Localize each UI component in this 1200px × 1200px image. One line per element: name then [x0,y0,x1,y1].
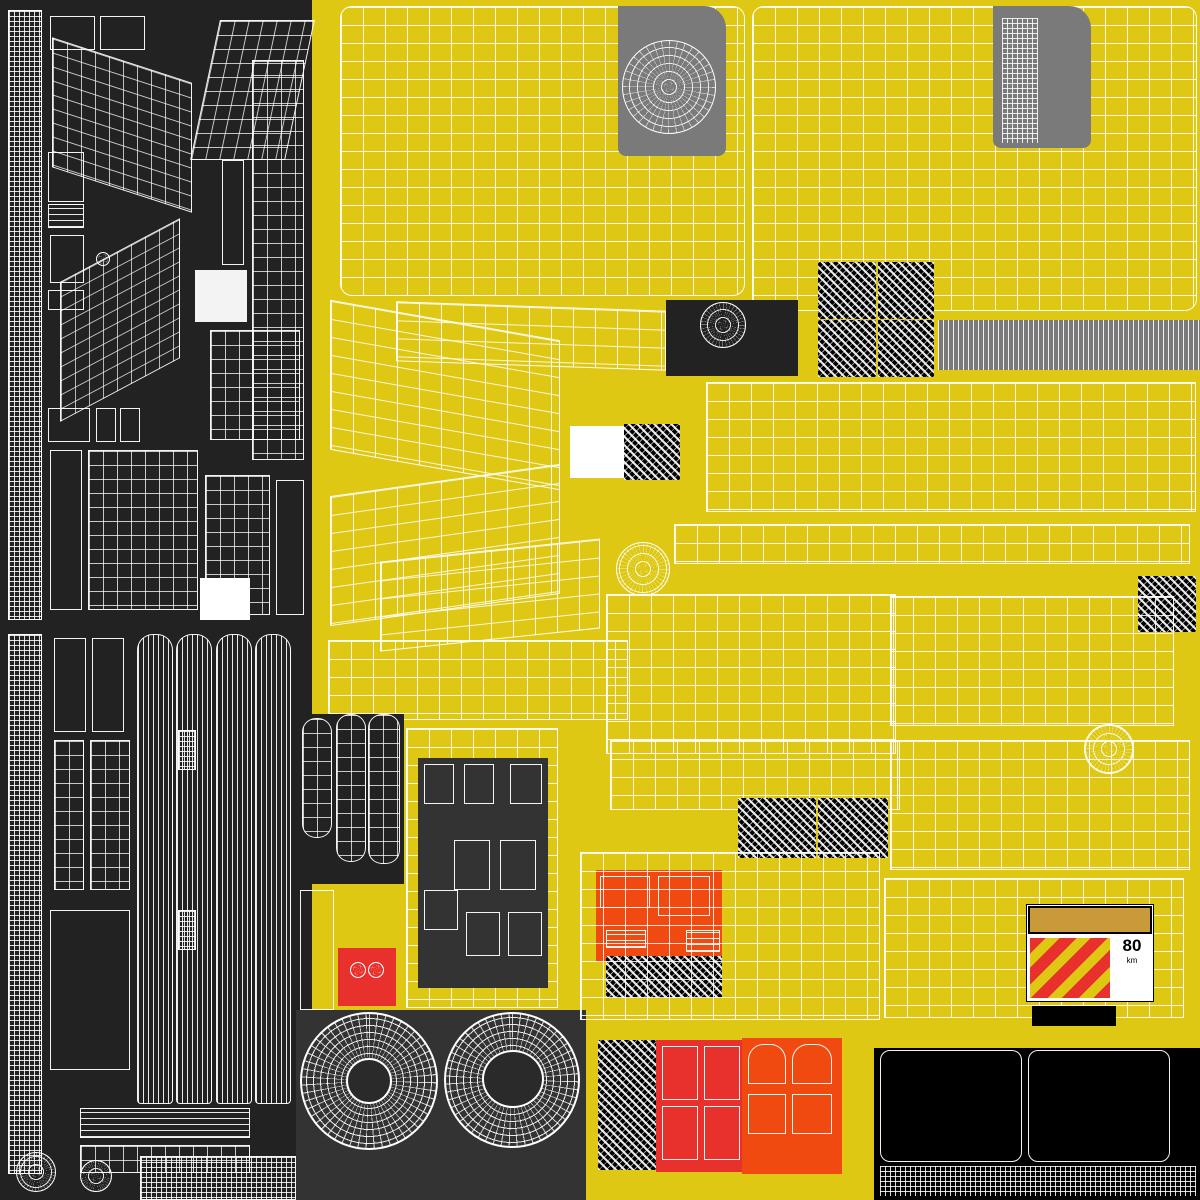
uv-island [704,1106,740,1160]
uv-island [510,764,542,804]
uv-island [580,852,880,1020]
dark-inset [418,758,548,988]
uv-island [328,640,628,720]
detail-card [818,262,876,319]
tire-tread-icon [444,1012,580,1148]
uv-island [424,890,458,930]
uv-island [454,840,490,890]
uv-island [300,890,334,1010]
wheel-hub-icon [622,40,716,134]
uv-island [50,450,82,610]
detail-card [878,320,934,377]
uv-island [1028,1050,1170,1162]
uv-island [466,912,500,956]
left-dark-column [8,10,42,620]
uv-island [890,740,1190,870]
uv-island [748,1094,786,1134]
detail-card [878,262,934,319]
uv-island [176,634,212,1104]
uv-island [100,16,145,50]
uv-island [137,634,173,1104]
uv-island [368,714,400,864]
uv-island [706,382,1196,512]
uv-island [704,1046,740,1100]
wheel-hub-icon [96,252,110,266]
uv-island [792,1094,832,1134]
detail-card [624,424,680,480]
uv-island [120,408,140,442]
uv-island [48,152,84,202]
hazard-chevron-icon [1030,938,1110,998]
uv-island [96,408,116,442]
red-emblem [338,948,396,1006]
detail-card [818,320,876,377]
detail-patch [178,730,196,770]
red-orange-decal-bottom [598,1040,656,1170]
uv-island [210,330,300,440]
cab-front-right-island [752,6,1197,311]
wheel-hub-icon [16,1152,56,1192]
uv-island [748,1044,786,1084]
marker-sign-number: 80 [1122,936,1142,955]
uv-island [216,634,252,1104]
marker-sign-base [1032,1006,1116,1026]
uv-island [890,596,1174,726]
uv-island [48,408,90,442]
wheel-hub-icon [482,1050,544,1108]
wheel-hub-icon [368,962,384,978]
wheel-hub-icon [80,1160,112,1192]
detail-card [738,798,816,858]
detail-card [818,798,888,858]
uv-island [276,480,304,615]
marker-sign-tan-strip [1028,906,1152,934]
detail-patch [195,270,247,322]
uv-island [302,718,332,838]
uv-island [674,524,1190,564]
uv-island [606,594,896,754]
detail-card [570,426,624,478]
uv-island [464,764,494,804]
uv-island [222,160,244,265]
wheel-hub-icon [1084,724,1134,774]
uv-island [92,638,124,732]
detail-patch [1002,18,1038,143]
uv-island [90,740,130,890]
uv-island [880,1050,1022,1162]
uv-island [336,714,366,862]
uv-island [48,290,84,310]
uv-island [54,638,86,732]
detail-patch [880,1166,1196,1196]
gray-strip [938,320,1200,370]
uv-island [792,1044,832,1084]
wheel-hub-icon [346,1058,392,1104]
uv-island [500,840,536,890]
detail-patch [178,910,196,950]
left-dark-column-lower [8,634,42,1174]
uv-island [48,204,84,228]
uv-island [424,764,454,804]
uv-island [50,910,130,1070]
marker-sign-unit: km [1126,956,1138,965]
uv-island [255,634,291,1104]
detail-patch [200,578,250,620]
uv-island [662,1046,698,1100]
uv-island [662,1106,698,1160]
wheel-hub-icon [700,302,746,348]
uv-island [508,912,542,956]
uv-island [80,1108,250,1138]
uv-island [50,235,84,283]
uv-island [54,740,84,890]
wheel-hub-icon [616,542,670,596]
uv-island [140,1156,296,1200]
wheel-hub-icon [350,962,366,978]
uv-island [88,450,198,610]
